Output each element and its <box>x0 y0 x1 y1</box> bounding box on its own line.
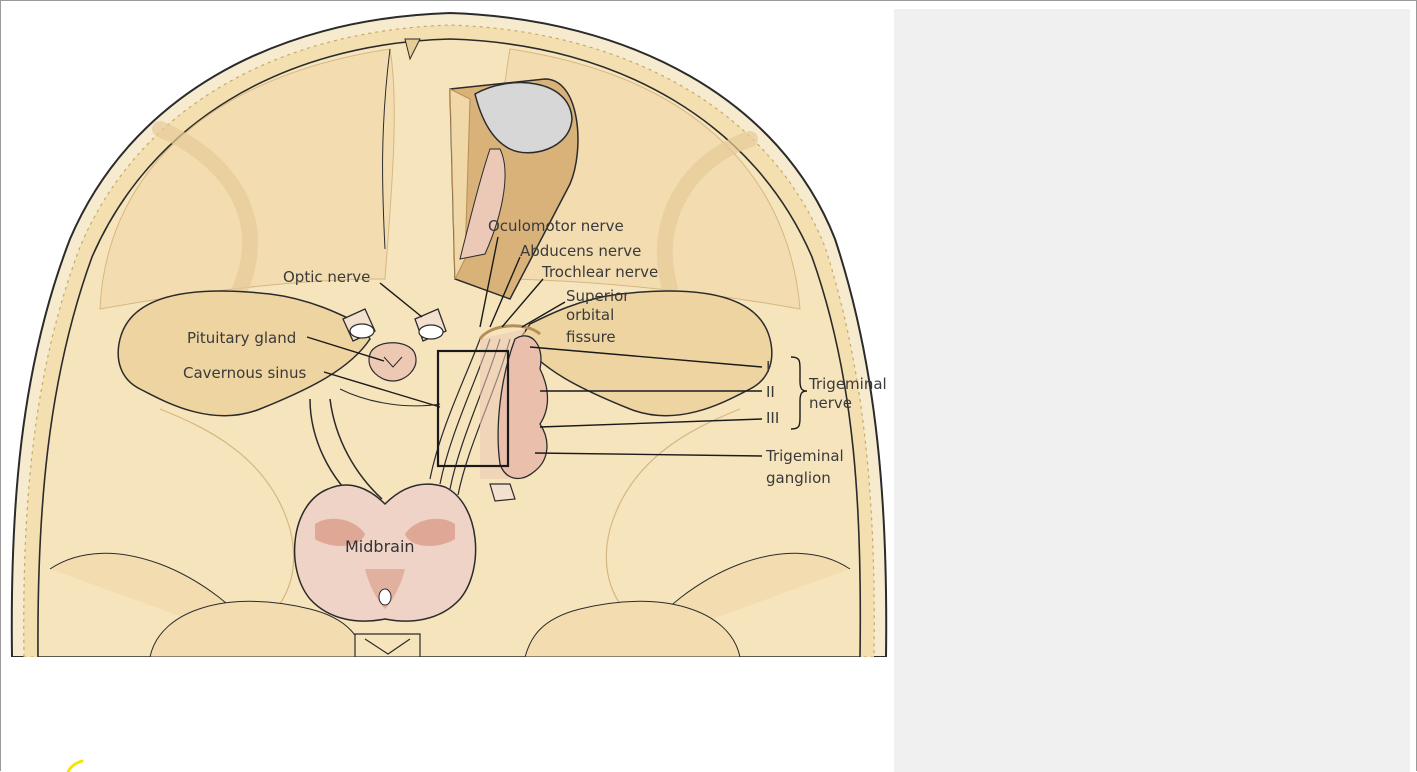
right-empty-pane <box>894 9 1410 772</box>
label-pituitary-gland: Pituitary gland <box>187 329 296 347</box>
label-midbrain: Midbrain <box>345 537 415 556</box>
label-abducens-nerve: Abducens nerve <box>520 242 641 260</box>
figure-pane: Oculomotor nerve Abducens nerve Trochlea… <box>10 9 894 772</box>
label-superior-orbital-fissure-2: orbital <box>566 306 614 324</box>
label-optic-nerve: Optic nerve <box>283 268 370 286</box>
label-trigeminal-ganglion-2: ganglion <box>766 469 831 487</box>
label-superior-orbital-fissure-3: fissure <box>566 328 616 346</box>
label-trigeminal-nerve-1: Trigeminal <box>808 375 887 393</box>
label-trigeminal-branch-i: I <box>766 358 770 376</box>
label-trigeminal-branch-iii: III <box>766 409 779 427</box>
label-trigeminal-nerve-2: nerve <box>809 394 852 412</box>
figure-bottom-blank <box>10 657 894 772</box>
label-cavernous-sinus: Cavernous sinus <box>183 364 306 382</box>
label-oculomotor-nerve: Oculomotor nerve <box>488 217 624 235</box>
label-superior-orbital-fissure-1: Superior <box>566 287 630 305</box>
label-trochlear-nerve: Trochlear nerve <box>541 263 658 281</box>
label-trigeminal-ganglion-1: Trigeminal <box>765 447 844 465</box>
label-trigeminal-branch-ii: II <box>766 383 775 401</box>
skull-base-diagram: Oculomotor nerve Abducens nerve Trochlea… <box>10 9 894 772</box>
